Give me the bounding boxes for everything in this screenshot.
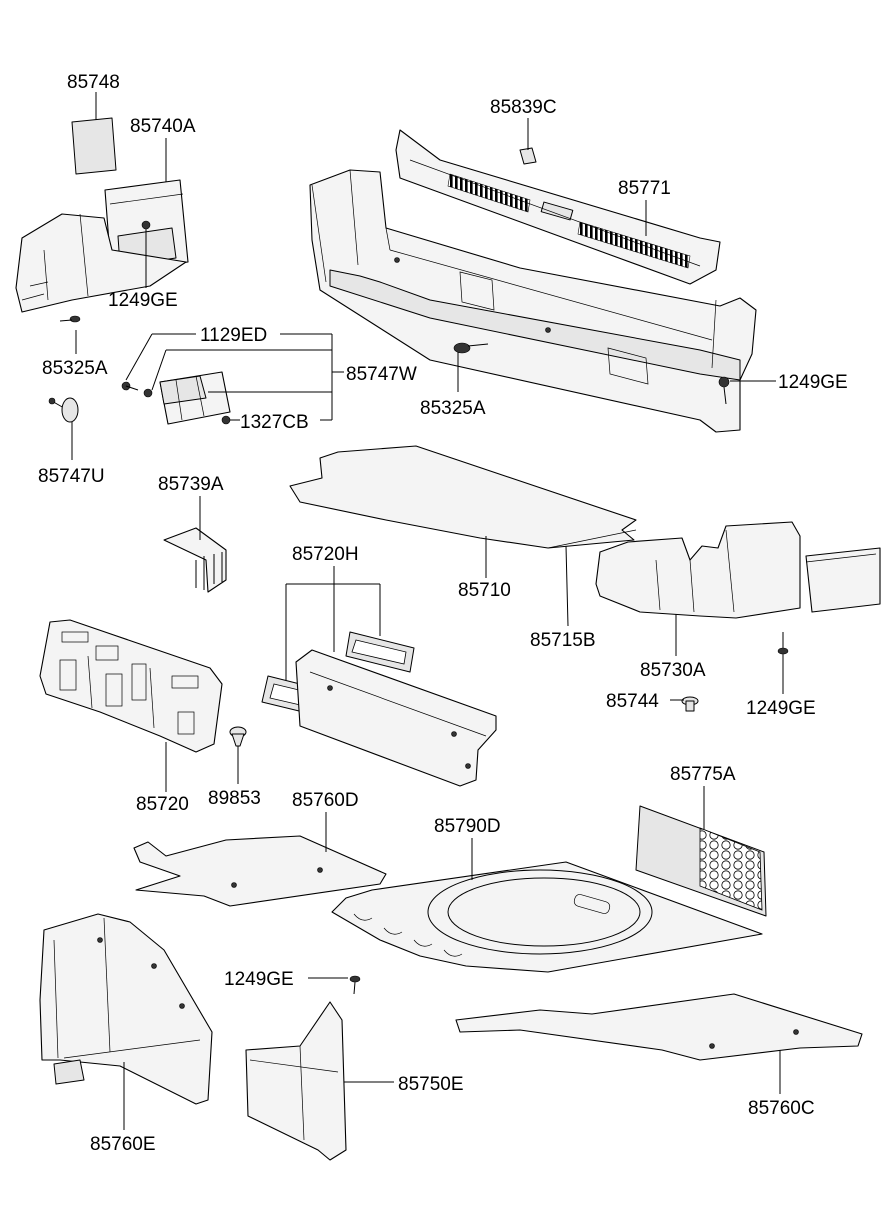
callout-85760C: 85760C [748, 1098, 815, 1119]
callout-1327CB: 1327CB [240, 412, 309, 433]
part-85720H-panel [295, 649, 497, 787]
callout-85715B: 85715B [530, 630, 596, 651]
part-85750E-panel [245, 1001, 347, 1161]
callout-85760D: 85760D [292, 790, 359, 811]
callout-85760E: 85760E [90, 1134, 156, 1155]
part-89853-clip [229, 726, 247, 747]
callout-1249GE-b: 1249GE [778, 372, 848, 393]
callout-85739A: 85739A [158, 474, 224, 495]
screw-1249GE-left [141, 220, 151, 246]
callout-85720H: 85720H [292, 544, 359, 565]
leader-lines [71, 92, 784, 1130]
callout-1249GE-d: 1249GE [224, 969, 294, 990]
callout-85771: 85771 [618, 178, 671, 199]
part-85760C-floor-panel [455, 993, 863, 1061]
screw-1249GE-right [718, 376, 730, 405]
screw-1249GE-lower [349, 975, 361, 995]
part-85710-trunk-board [289, 445, 637, 549]
part-right-box [805, 547, 881, 613]
callout-85325A-b: 85325A [420, 398, 486, 419]
callout-85325A-a: 85325A [42, 358, 108, 379]
callout-1249GE-a: 1249GE [108, 290, 178, 311]
screw-1249GE-right-lower [777, 632, 789, 655]
callout-85720: 85720 [136, 794, 189, 815]
callout-85839C: 85839C [490, 97, 557, 118]
callout-85730A: 85730A [640, 660, 706, 681]
screw-85325A-left [59, 315, 81, 323]
part-85720H-covers [261, 631, 415, 719]
part-85747W-bracket [121, 371, 231, 425]
part-85748-pad [71, 117, 117, 175]
part-85771-sill-trim [395, 129, 721, 285]
callout-85740A: 85740A [130, 116, 196, 137]
callout-85747W: 85747W [346, 364, 417, 385]
part-85747U-clip [48, 397, 79, 423]
part-85730A-side-trim [595, 521, 801, 619]
part-85720-panel [39, 619, 223, 753]
part-85839C-clip [519, 147, 537, 165]
part-rear-panel-trim [309, 169, 757, 433]
screw-85325A-center [453, 342, 489, 354]
callout-1129ED: 1129ED [200, 325, 267, 346]
callout-85750E: 85750E [398, 1074, 464, 1095]
callout-85790D: 85790D [434, 816, 501, 837]
callout-85747U: 85747U [38, 466, 105, 487]
part-85775A-net [635, 805, 767, 917]
part-85760D-mat [133, 835, 387, 907]
callout-1249GE-c: 1249GE [746, 698, 816, 719]
part-left-side-trim [15, 213, 187, 313]
part-85790D-floor-mat [331, 861, 763, 973]
callout-85775A: 85775A [670, 764, 736, 785]
part-85739A-bracket [163, 527, 227, 593]
part-85760E-side-panel [39, 913, 213, 1105]
callout-85744: 85744 [606, 691, 659, 712]
callout-85710: 85710 [458, 580, 511, 601]
callout-85748: 85748 [67, 72, 120, 93]
callout-89853: 89853 [208, 788, 261, 809]
part-85744-clip [681, 696, 699, 712]
